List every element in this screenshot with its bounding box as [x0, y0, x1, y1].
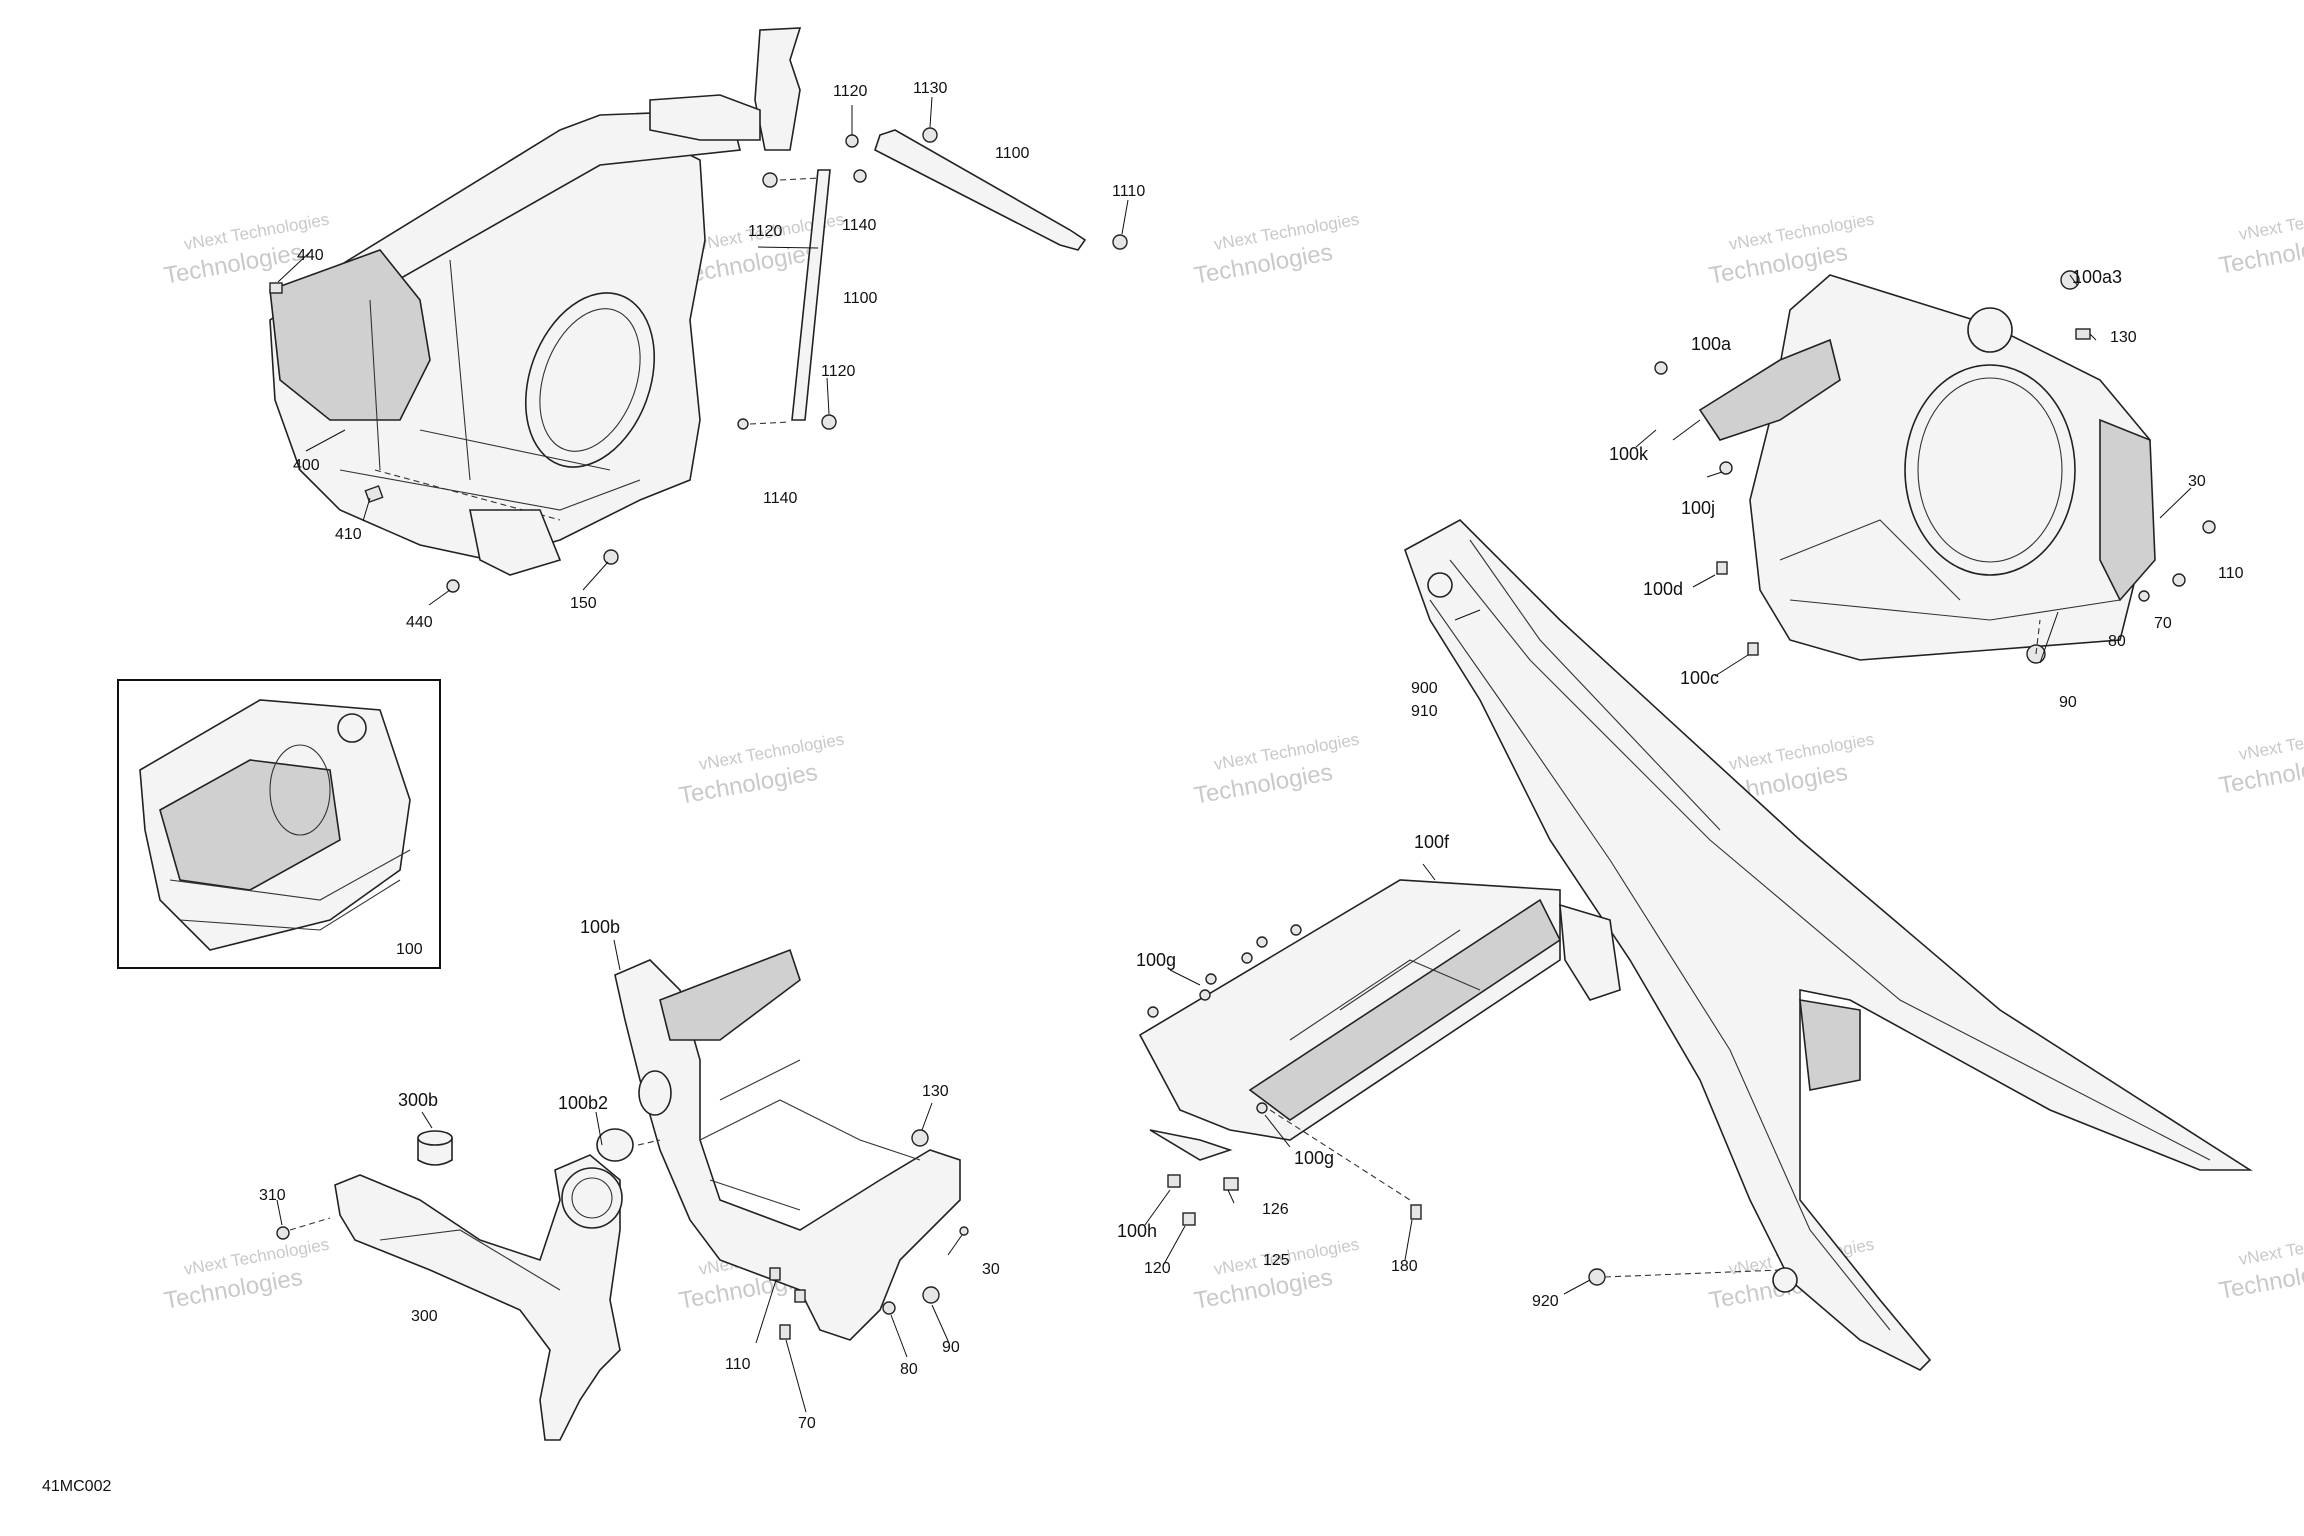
leader-lines — [276, 96, 2192, 1413]
callout-100k: 100k — [1609, 444, 1649, 464]
callout-125: 125 — [1263, 1252, 1290, 1269]
svg-text:vNext Technologies: vNext Technologies — [2237, 1225, 2304, 1269]
side-rail-900-910 — [1404, 519, 2253, 1371]
svg-text:Technologies: Technologies — [1192, 759, 1335, 810]
watermark: vNext Technologies Technologies — [1192, 730, 1361, 810]
rear-bulkhead-assembly — [1654, 270, 2216, 664]
callout-150: 150 — [570, 595, 597, 612]
callout-70: 70 — [2154, 615, 2172, 632]
callout-100g: 100g — [1294, 1148, 1334, 1168]
callout-100j: 100j — [1681, 498, 1715, 518]
callout-910: 910 — [1411, 703, 1438, 720]
callout-30: 30 — [982, 1261, 1000, 1278]
callout-310: 310 — [259, 1187, 286, 1204]
callout-80: 80 — [900, 1361, 918, 1378]
callout-410: 410 — [335, 526, 362, 543]
watermark: vNext Technologies Technologies — [162, 1235, 331, 1315]
callout-1120: 1120 — [833, 83, 868, 100]
callout-1140: 1140 — [842, 217, 877, 234]
svg-text:Technologies: Technologies — [1192, 239, 1335, 290]
callout-1120: 1120 — [821, 363, 856, 380]
watermark: vNext Technologies Technologies — [1707, 210, 1876, 290]
callout-126: 126 — [1262, 1201, 1289, 1218]
callout-100d: 100d — [1643, 579, 1683, 599]
callout-110: 110 — [725, 1356, 751, 1373]
callout-100a: 100a — [1691, 334, 1732, 354]
callout-180: 180 — [1391, 1258, 1418, 1275]
svg-text:Technologies: Technologies — [1192, 1264, 1335, 1315]
callout-1140: 1140 — [763, 490, 798, 507]
callout-1120: 1120 — [748, 223, 783, 240]
callout-120: 120 — [1144, 1260, 1171, 1277]
callout-90: 90 — [2059, 694, 2077, 711]
svg-text:Technologies: Technologies — [677, 759, 820, 810]
callout-80: 80 — [2108, 633, 2126, 650]
callout-100b: 100b — [580, 917, 620, 937]
skid-plate-100f — [1138, 879, 1621, 1226]
callout-1110: 1110 — [1112, 183, 1145, 200]
callout-300b: 300b — [398, 1090, 438, 1110]
callout-labels: 1120 1130 1100 1110 440 1120 1140 1100 1… — [259, 80, 2244, 1432]
callout-920: 920 — [1532, 1293, 1559, 1310]
watermark: vNext Technologies Technologies — [2217, 1225, 2304, 1305]
callout-30: 30 — [2188, 473, 2206, 490]
crossmember-300 — [276, 1130, 623, 1441]
callout-110: 110 — [2218, 565, 2244, 582]
svg-text:Technologies: Technologies — [162, 239, 305, 290]
svg-text:Technologies: Technologies — [162, 1264, 305, 1315]
callout-1100: 1100 — [843, 290, 878, 307]
callout-100h: 100h — [1117, 1221, 1157, 1241]
callout-440: 440 — [297, 247, 324, 264]
callout-100b2: 100b2 — [558, 1093, 608, 1113]
svg-text:vNext Technologies: vNext Technologies — [2237, 720, 2304, 764]
callout-400: 400 — [293, 457, 320, 474]
callout-100f: 100f — [1414, 832, 1450, 852]
callout-130: 130 — [922, 1083, 949, 1100]
callout-900: 900 — [1411, 680, 1438, 697]
watermark: vNext Technologies Technologies — [1192, 1235, 1361, 1315]
callout-130: 130 — [2110, 329, 2137, 346]
callout-1130: 1130 — [913, 80, 948, 97]
watermark: vNext Technologies Technologies — [677, 730, 846, 810]
callout-100g: 100g — [1136, 950, 1176, 970]
diagram-code: 41MC002 — [42, 1478, 111, 1495]
callout-440: 440 — [406, 614, 433, 631]
callout-100c: 100c — [1680, 668, 1719, 688]
callout-100: 100 — [396, 941, 423, 958]
watermark: vNext Technologies Technologies — [2217, 720, 2304, 800]
callout-1100: 1100 — [995, 145, 1030, 162]
front-frame-assembly — [269, 27, 1128, 593]
watermark: vNext Technologies Technologies — [1192, 210, 1361, 290]
callout-70: 70 — [798, 1415, 816, 1432]
watermark: vNext Technologies Technologies — [2217, 200, 2304, 280]
callout-300: 300 — [411, 1308, 438, 1325]
side-frame-100b — [596, 948, 969, 1341]
svg-text:vNext Technologies: vNext Technologies — [2237, 200, 2304, 244]
inset-overview-100 — [117, 679, 441, 969]
callout-90: 90 — [942, 1339, 960, 1356]
callout-100a3: 100a3 — [2072, 267, 2122, 287]
